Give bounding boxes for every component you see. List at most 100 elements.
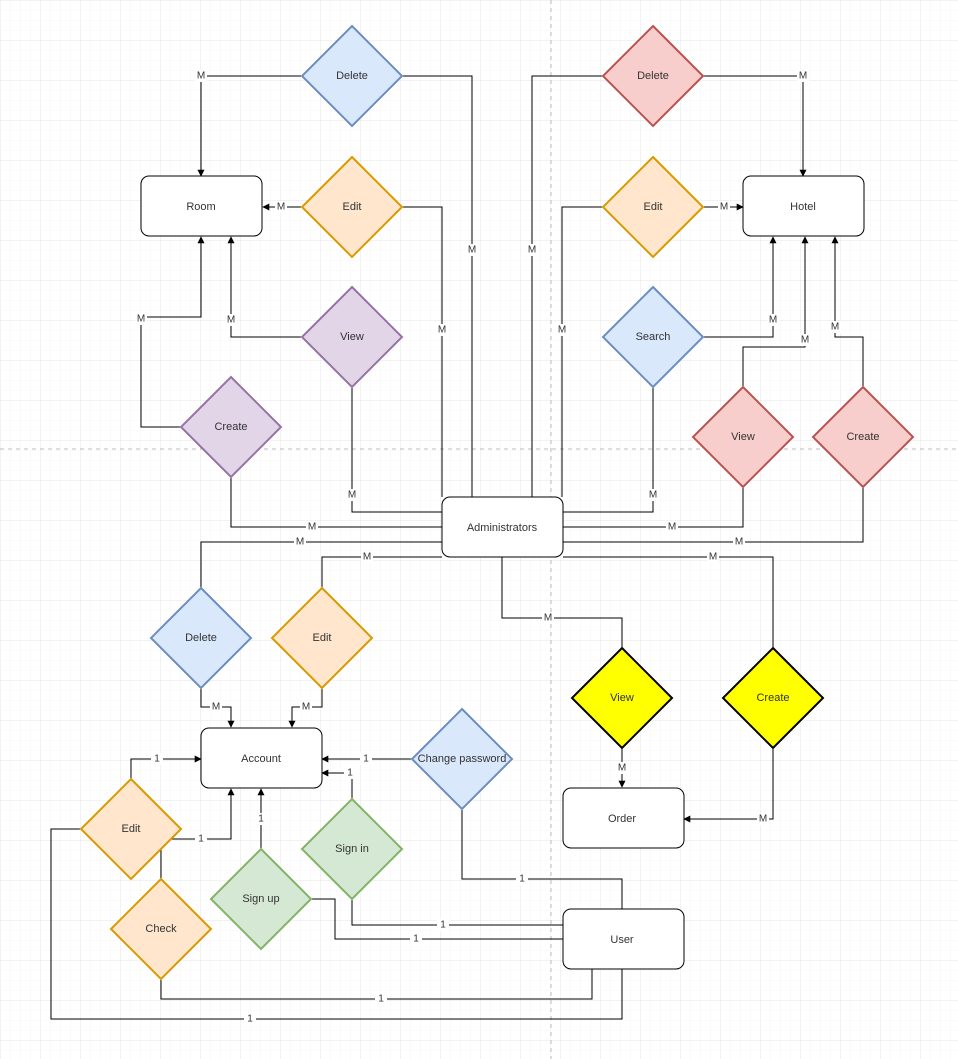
relation-sign-in-label: Sign in	[335, 843, 369, 855]
entity-room-label: Room	[186, 201, 215, 213]
relation-change-password[interactable]: Change password	[410, 707, 514, 811]
edge-room-create-to-admin	[230, 477, 442, 528]
relation-room-create-label: Create	[214, 421, 247, 433]
cardinality-label: 1	[519, 874, 525, 885]
edge-order-create-to-order	[683, 748, 774, 823]
cardinality-label: M	[544, 613, 552, 624]
cardinality-label: 1	[413, 934, 419, 945]
entity-administrators-label: Administrators	[467, 522, 538, 534]
entity-hotel[interactable]: Hotel	[742, 175, 865, 237]
cardinality-label: M	[363, 552, 371, 563]
cardinality-label: 1	[154, 754, 160, 765]
cardinality-label: M	[618, 763, 626, 774]
entities: Room Hotel Administrators Account Order …	[140, 175, 865, 970]
cardinality-label: M	[438, 325, 446, 336]
relation-room-create[interactable]: Create	[179, 375, 283, 479]
relation-account-edit[interactable]: Edit	[270, 586, 374, 690]
edge-hotel-create-to-admin	[563, 487, 864, 543]
relation-hotel-delete-label: Delete	[637, 70, 669, 82]
edge-sign-up-to-user	[311, 898, 563, 940]
cardinality-label: M	[799, 71, 807, 82]
relation-room-edit-label: Edit	[343, 201, 362, 213]
cardinality-label: M	[649, 490, 657, 501]
edge-room-edit-to-admin	[402, 206, 443, 497]
cardinality-labels: M M M M M M M M M M M M M M M M M M M M …	[135, 70, 841, 1025]
relation-room-edit[interactable]: Edit	[300, 155, 404, 259]
relationships: Delete Edit View Create Delete Edit Sear…	[79, 24, 915, 981]
edge-sign-in-to-user	[351, 899, 563, 926]
entity-account-label: Account	[241, 753, 281, 765]
cardinality-label: M	[709, 552, 717, 563]
entity-administrators[interactable]: Administrators	[441, 496, 564, 558]
cardinality-label: M	[468, 245, 476, 256]
edge-user-edit-to-account	[130, 755, 202, 779]
edge-hotel-search-to-hotel	[703, 236, 777, 338]
relation-room-delete[interactable]: Delete	[300, 24, 404, 128]
relation-hotel-delete[interactable]: Delete	[601, 24, 705, 128]
cardinality-label: M	[759, 814, 767, 825]
entity-hotel-label: Hotel	[790, 201, 816, 213]
edge-admin-to-account-edit	[321, 556, 442, 588]
relation-hotel-create[interactable]: Create	[811, 385, 915, 489]
cardinality-label: M	[558, 325, 566, 336]
cardinality-label: 1	[363, 754, 369, 765]
edge-user-edit-to-user	[50, 828, 623, 1020]
cardinality-label: M	[227, 315, 235, 326]
cardinality-label: M	[769, 315, 777, 326]
edge-change-password-to-user	[461, 809, 623, 909]
cardinality-label: M	[735, 537, 743, 548]
relation-hotel-edit[interactable]: Edit	[601, 155, 705, 259]
relation-room-delete-label: Delete	[336, 70, 368, 82]
relation-room-view[interactable]: View	[300, 285, 404, 389]
cardinality-label: M	[212, 702, 220, 713]
relation-user-check[interactable]: Check	[109, 877, 213, 981]
cardinality-label: 1	[258, 814, 264, 825]
relation-sign-up[interactable]: Sign up	[209, 847, 313, 951]
cardinality-label: M	[137, 314, 145, 325]
cardinality-label: M	[528, 245, 536, 256]
cardinality-label: M	[720, 202, 728, 213]
entity-account[interactable]: Account	[200, 727, 323, 789]
edge-admin-to-order-view	[501, 557, 623, 648]
cardinality-label: M	[308, 522, 316, 533]
relation-change-password-label: Change password	[418, 753, 507, 765]
cardinality-label: 1	[440, 920, 446, 931]
relation-hotel-search[interactable]: Search	[601, 285, 705, 389]
entity-order[interactable]: Order	[562, 787, 685, 849]
relation-order-create-label: Create	[756, 692, 789, 704]
cardinality-label: M	[831, 322, 839, 333]
relation-hotel-edit-label: Edit	[644, 201, 663, 213]
relation-hotel-view-label: View	[731, 431, 755, 443]
edge-hotel-view-to-hotel	[742, 236, 809, 387]
cardinality-label: 1	[198, 834, 204, 845]
edge-hotel-search-to-admin	[563, 387, 654, 513]
relation-account-edit-label: Edit	[313, 632, 332, 644]
cardinality-label: M	[668, 522, 676, 533]
edge-admin-to-account-delete	[200, 541, 442, 588]
edge-hotel-view-to-admin	[563, 487, 744, 528]
relation-order-create[interactable]: Create	[721, 646, 825, 750]
relation-user-edit[interactable]: Edit	[79, 777, 183, 881]
edge-hotel-create-to-hotel	[831, 236, 864, 387]
entity-user[interactable]: User	[562, 908, 685, 970]
cardinality-label: M	[277, 202, 285, 213]
relation-order-view[interactable]: View	[570, 646, 674, 750]
relation-room-view-label: View	[340, 331, 364, 343]
relation-order-view-label: View	[610, 692, 634, 704]
relation-hotel-search-label: Search	[636, 331, 671, 343]
cardinality-label: M	[197, 71, 205, 82]
cardinality-label: M	[348, 490, 356, 501]
relation-sign-in[interactable]: Sign in	[300, 797, 404, 901]
relation-hotel-view[interactable]: View	[691, 385, 795, 489]
relation-sign-up-label: Sign up	[242, 893, 279, 905]
cardinality-label: 1	[378, 994, 384, 1005]
cardinality-label: 1	[347, 768, 353, 779]
entity-room[interactable]: Room	[140, 175, 263, 237]
relation-account-delete[interactable]: Delete	[149, 586, 253, 690]
edge-room-view-to-admin	[351, 387, 442, 513]
cardinality-label: M	[302, 702, 310, 713]
cardinality-label: M	[296, 537, 304, 548]
entity-user-label: User	[610, 934, 634, 946]
relation-account-delete-label: Delete	[185, 632, 217, 644]
cardinality-label: M	[801, 335, 809, 346]
